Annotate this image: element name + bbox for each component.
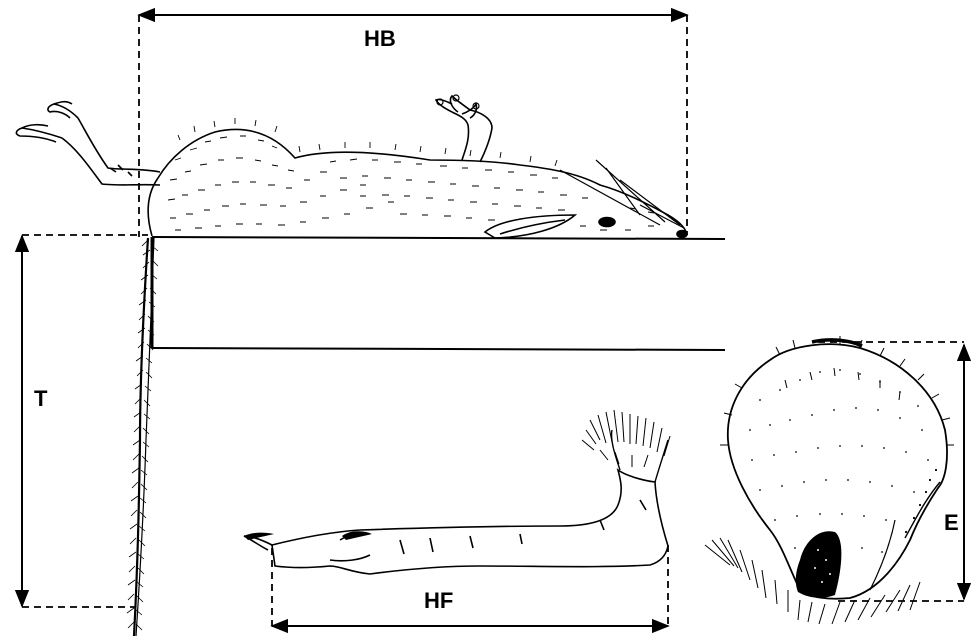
hf-dimension [272, 545, 668, 626]
t-dimension [22, 235, 148, 607]
hb-dimension [139, 15, 687, 237]
label-hf: HF [424, 588, 453, 613]
foot-claws [244, 531, 372, 540]
mouse-body [148, 129, 687, 238]
label-hb: HB [364, 26, 396, 51]
heel-fur [582, 410, 670, 467]
ear-canal [796, 531, 842, 598]
body-fur [168, 118, 654, 230]
measuring-board [152, 237, 725, 350]
hind-foot [244, 430, 668, 574]
forelimb [436, 95, 492, 162]
label-e: E [944, 510, 959, 535]
ear-stipple [749, 369, 937, 553]
label-t: T [34, 386, 48, 411]
ear-edge-hairs [720, 336, 954, 445]
